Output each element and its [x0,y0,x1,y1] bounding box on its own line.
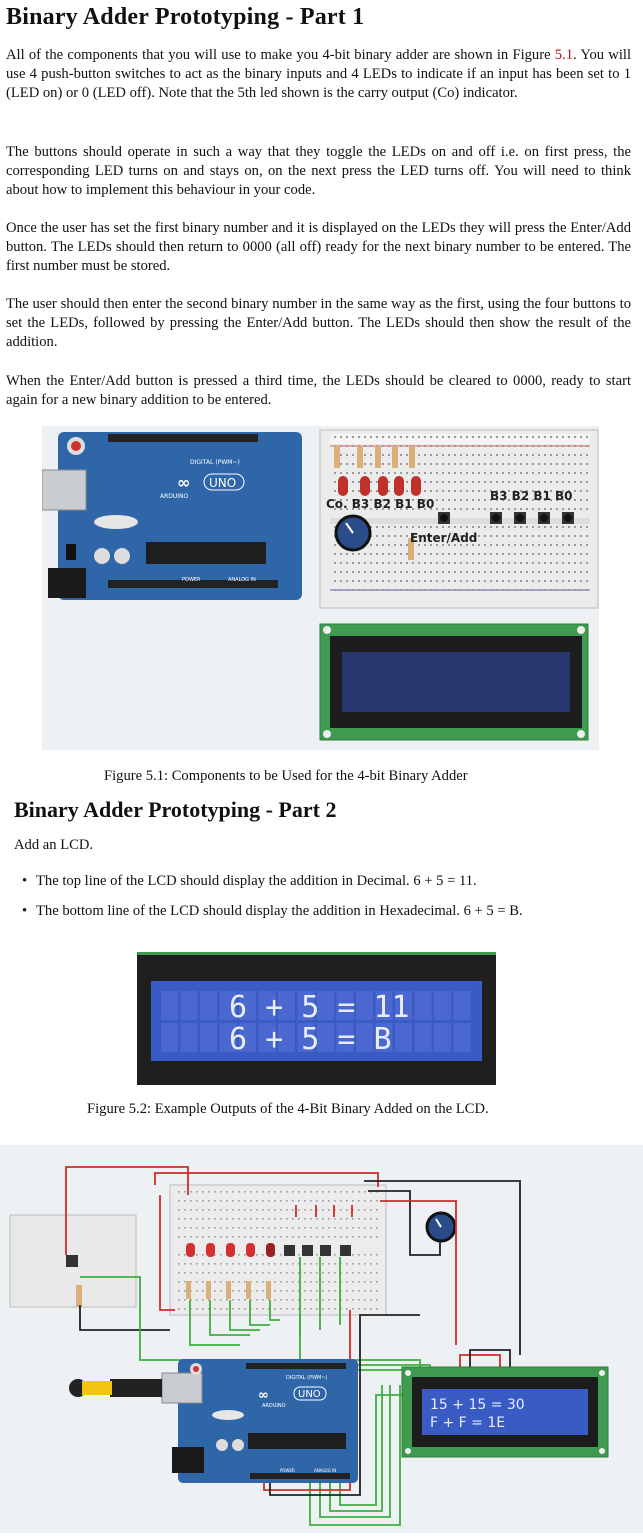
power-label: POWER [182,577,201,583]
push-buttons [438,512,574,524]
figure-lcd-example: 6 + 5 = 11 6 + 5 = B [137,952,496,1085]
lcd-line-2: F + F = 1E [430,1415,505,1431]
led-labels: Co. B3 B2 B1 B0 [326,497,434,511]
requirement-list: The top line of the LCD should display t… [22,872,523,932]
breadboard-holes [334,436,588,591]
potentiometer-icon [425,1211,457,1243]
lcd-module [319,623,589,741]
figure2-caption: Figure 5.2: Example Outputs of the 4-Bit… [87,1101,489,1117]
figure-circuit: DIGITAL (PWM~) ∞ UNO ARDUINO POWER ANALO… [0,1145,643,1533]
figure1-caption: Figure 5.1: Components to be Used for th… [104,768,468,784]
push-buttons [284,1245,351,1256]
led-row [338,476,421,496]
uno-label: UNO [298,1389,321,1400]
arduino-brand: ARDUINO [262,1403,286,1409]
paragraph-enter: Once the user has set the first binary n… [6,220,631,274]
breadboard [319,429,599,609]
paragraph-second-number: The user should then enter the second bi… [6,296,631,350]
infinity-logo-icon: ∞ [258,1388,269,1403]
arduino-board: DIGITAL (PWM~) ∞ UNO ARDUINO POWER ANALO… [69,1359,358,1483]
digital-label: DIGITAL (PWM~) [286,1375,328,1381]
lcd-line-1: 15 + 15 = 30 [430,1397,525,1413]
paragraph-third-press: When the Enter/Add button is pressed a t… [6,373,631,408]
arduino-brand: ARDUINO [160,493,189,500]
main-breadboard [169,1184,387,1316]
list-item: The bottom line of the LCD should displa… [22,902,523,932]
button-labels: B3 B2 B1 B0 [490,489,573,503]
analog-label: ANALOG IN [314,1468,336,1473]
p1-text-a: All of the components that you will use … [6,47,551,63]
analog-label: ANALOG IN [228,577,256,583]
digital-label: DIGITAL (PWM~) [190,459,240,466]
enter-button [66,1255,78,1267]
paragraph-buttons: The buttons should operate in such a way… [6,144,631,198]
power-label: POWER [280,1468,295,1473]
lcd-line-2: 6 + 5 = B [229,1022,392,1057]
part2-title: Binary Adder Prototyping - Part 2 [14,797,337,822]
figure-ref-link[interactable]: 5.1 [554,47,574,63]
part2-intro: Add an LCD. [14,837,94,853]
potentiometer-icon [334,514,372,552]
lcd-module: 15 + 15 = 30 F + F = 1E [401,1366,609,1458]
uno-label: UNO [209,476,236,490]
enter-add-label: Enter/Add [410,531,477,545]
arduino-board: DIGITAL (PWM~) ∞ UNO ARDUINO POWER ANALO… [41,432,302,600]
p1-text-b: . You will use 4 push-button switches to… [6,47,631,101]
figure-components: DIGITAL (PWM~) ∞ UNO ARDUINO POWER ANALO… [41,426,599,750]
led-row [186,1243,275,1257]
part1-title: Binary Adder Prototyping - Part 1 [6,4,365,30]
list-item: The top line of the LCD should display t… [22,872,523,902]
lcd-line-1: 6 + 5 = 11 [229,990,410,1025]
resistor-array [186,1281,271,1299]
paragraph-components: All of the components that you will use … [6,46,631,103]
resistor-array [334,446,415,560]
infinity-logo-icon: ∞ [177,473,190,492]
